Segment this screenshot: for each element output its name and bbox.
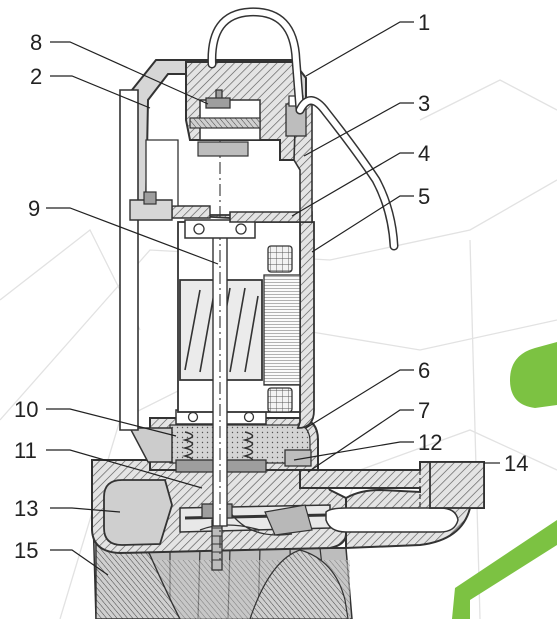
callout-8: 8 <box>30 30 42 55</box>
callout-11: 11 <box>14 438 37 463</box>
callout-9: 9 <box>28 196 40 221</box>
power-cable <box>207 7 399 251</box>
callout-3: 3 <box>418 91 430 116</box>
callout-14: 14 <box>504 451 528 476</box>
seal-chamber <box>128 409 319 473</box>
callout-5: 5 <box>418 184 430 209</box>
callout-4: 4 <box>418 141 430 166</box>
callout-13: 13 <box>14 496 38 521</box>
pump <box>91 7 485 619</box>
callout-2: 2 <box>30 64 42 89</box>
callout-7: 7 <box>418 398 430 423</box>
callout-12: 12 <box>418 430 442 455</box>
callout-6: 6 <box>418 358 430 383</box>
callout-15: 15 <box>14 538 38 563</box>
outlet-flange <box>299 461 485 550</box>
callout-10: 10 <box>14 397 38 422</box>
callout-1: 1 <box>418 10 430 35</box>
callout-labels: 1 2 3 4 5 6 7 8 9 10 11 12 13 14 15 <box>14 10 528 563</box>
leader-lines <box>46 21 500 576</box>
motor-housing <box>171 140 315 560</box>
green-accent <box>452 342 557 619</box>
